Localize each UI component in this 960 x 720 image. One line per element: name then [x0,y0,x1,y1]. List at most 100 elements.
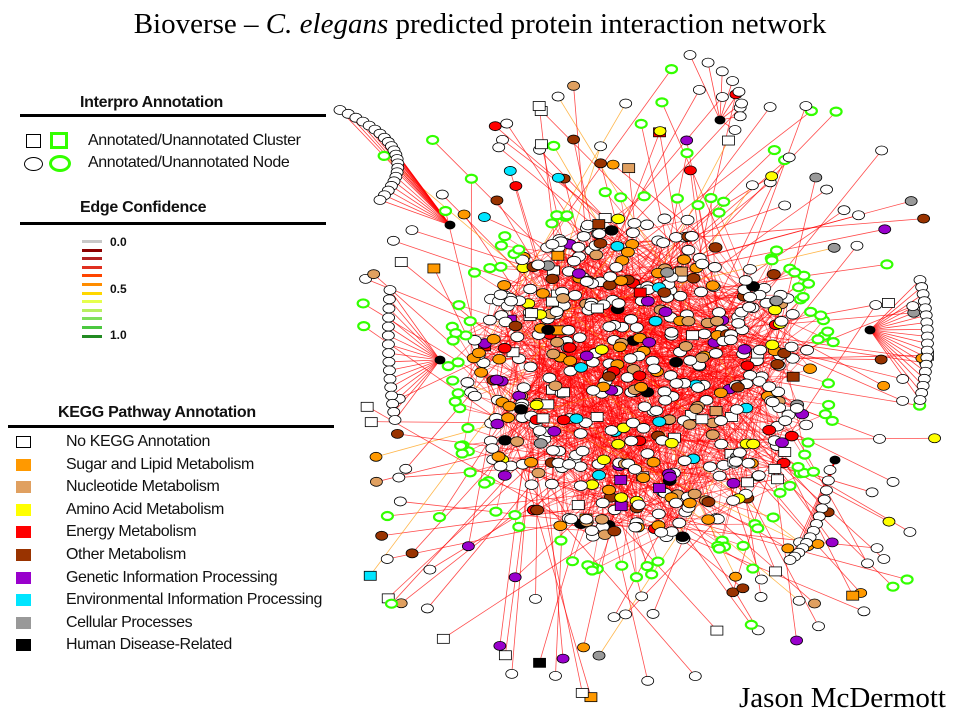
protein-node [589,249,604,261]
protein-node [821,475,835,486]
protein-node [767,144,781,156]
protein-node [614,275,629,286]
network-edge [400,501,672,532]
protein-node [477,212,491,222]
network-edge [388,352,441,361]
protein-node [504,295,519,307]
edge-confidence-bar [82,326,102,329]
network-edge [535,314,541,599]
network-edge [761,376,797,641]
protein-node [584,525,599,536]
protein-cluster [686,330,699,341]
protein-node [796,291,810,303]
protein-node [620,372,635,383]
network-edge [869,279,921,331]
protein-cluster [622,163,636,174]
protein-node [717,196,731,207]
edge-confidence-bar [82,240,102,243]
protein-node [492,142,506,153]
protein-node [640,448,655,459]
protein-node [649,405,664,416]
protein-node [626,417,640,429]
protein-node [857,606,871,617]
protein-node [529,399,544,411]
protein-node [381,321,395,332]
protein-node [482,314,497,326]
protein-node [510,436,525,447]
network-edge [384,194,451,226]
network-edge [489,68,672,321]
protein-node [873,433,886,444]
protein-node [669,357,684,368]
protein-node [865,487,879,498]
protein-node [740,360,755,371]
protein-node [697,328,712,340]
protein-node [658,395,673,406]
protein-node [789,403,804,414]
network-edge [869,329,928,331]
kegg-swatch [16,549,31,561]
protein-node [387,407,401,417]
protein-node [799,419,814,431]
protein-node [708,348,723,359]
protein-node [664,437,679,449]
protein-node [575,445,590,457]
protein-node [743,291,757,303]
protein-node [502,401,517,412]
protein-node [432,511,447,523]
protein-node [837,205,851,216]
protein-node [573,480,588,491]
protein-node [388,415,402,425]
protein-node [454,440,468,451]
protein-node [737,344,752,355]
protein-node [728,456,743,467]
protein-node [712,470,727,482]
network-edge [668,284,753,309]
protein-node [640,561,654,572]
protein-node [684,165,697,176]
protein-node [611,298,626,309]
protein-node [628,521,643,533]
protein-node [742,301,757,313]
protein-node [387,235,400,246]
protein-node [602,279,617,291]
protein-node [820,485,833,496]
protein-node [726,76,739,86]
protein-node [492,354,507,365]
kegg-item-label: Energy Metabolism [66,523,197,541]
protein-node [382,365,396,376]
protein-node [692,84,706,95]
protein-node [594,158,608,169]
protein-node [783,480,797,491]
protein-node [384,382,398,393]
network-edge [556,89,700,343]
protein-node [743,264,757,275]
network-edge [869,314,927,331]
protein-node [446,335,460,346]
protein-cluster [532,101,546,111]
protein-cluster [534,139,548,150]
protein-node [523,283,538,295]
protein-node [646,457,661,468]
protein-node [733,111,747,122]
protein-node [744,619,758,630]
protein-node [765,339,780,351]
protein-node [523,361,538,373]
protein-node [657,213,672,224]
protein-cluster [363,570,377,581]
protein-node [640,296,655,307]
protein-node [544,478,559,490]
protein-cluster [536,413,550,424]
network-edge [869,329,928,337]
protein-node [821,378,835,389]
protein-node [675,531,690,542]
node-label: Annotated/Unannotated Node [88,154,290,171]
protein-node [532,425,547,436]
network-edge [746,245,858,384]
protein-node [640,219,654,230]
network-edge [869,329,924,387]
protein-node [683,50,697,60]
network-edge [712,434,762,580]
network-edge [677,494,759,631]
protein-node [738,275,753,286]
